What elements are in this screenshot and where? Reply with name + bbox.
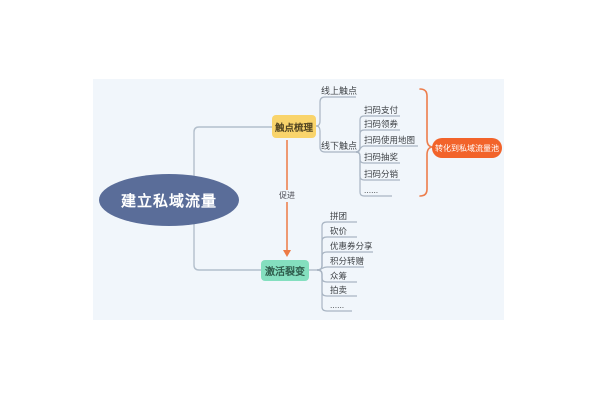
relationship-label[interactable]: 促进 xyxy=(273,190,301,202)
leaf-scan-pay[interactable]: 扫码支付 xyxy=(364,105,399,115)
branch-online-connector xyxy=(315,96,356,127)
topic-fission[interactable]: 激活裂变 xyxy=(261,260,309,281)
branch-offline-connector xyxy=(315,125,356,153)
leaf-auction[interactable]: 拍卖 xyxy=(330,285,348,295)
leaf-crowdfunding[interactable]: 众筹 xyxy=(330,271,348,281)
group-brace xyxy=(419,88,434,197)
leaf-connector xyxy=(355,151,392,197)
twig-offline-touchpoints[interactable]: 线下触点 xyxy=(321,141,358,151)
leaf-connector xyxy=(316,269,352,312)
leaf-connector xyxy=(316,266,364,271)
leaf-scan-map[interactable]: 扫码使用地图 xyxy=(364,135,416,145)
leaf-bargain[interactable]: 砍价 xyxy=(330,226,348,236)
leaf-scan-coupon[interactable]: 扫码领券 xyxy=(364,119,399,129)
leaf-points-gift[interactable]: 积分转赠 xyxy=(330,256,365,266)
callout-traffic-pool[interactable]: 转化到私域流量池 xyxy=(432,138,502,158)
leaf-scan-lottery[interactable]: 扫码抽奖 xyxy=(364,152,399,162)
relationship-arrowhead xyxy=(283,250,291,257)
leaf-fission-more[interactable]: ...... xyxy=(330,300,345,310)
mindmap-canvas[interactable]: 建立私域流量 触点梳理 激活裂变 转化到私域流量池 线上触点 线下触点 扫码支付… xyxy=(93,79,504,320)
leaf-coupon-share[interactable]: 优惠券分享 xyxy=(330,241,373,251)
root-topic[interactable]: 建立私域流量 xyxy=(99,174,239,226)
leaf-scan-more[interactable]: ...... xyxy=(364,185,379,195)
leaf-scan-distribute[interactable]: 扫码分销 xyxy=(364,169,399,179)
twig-online-touchpoints[interactable]: 线上触点 xyxy=(321,86,358,96)
topic-touchpoints[interactable]: 触点梳理 xyxy=(272,115,316,138)
leaf-group-buy[interactable]: 拼团 xyxy=(330,211,348,221)
